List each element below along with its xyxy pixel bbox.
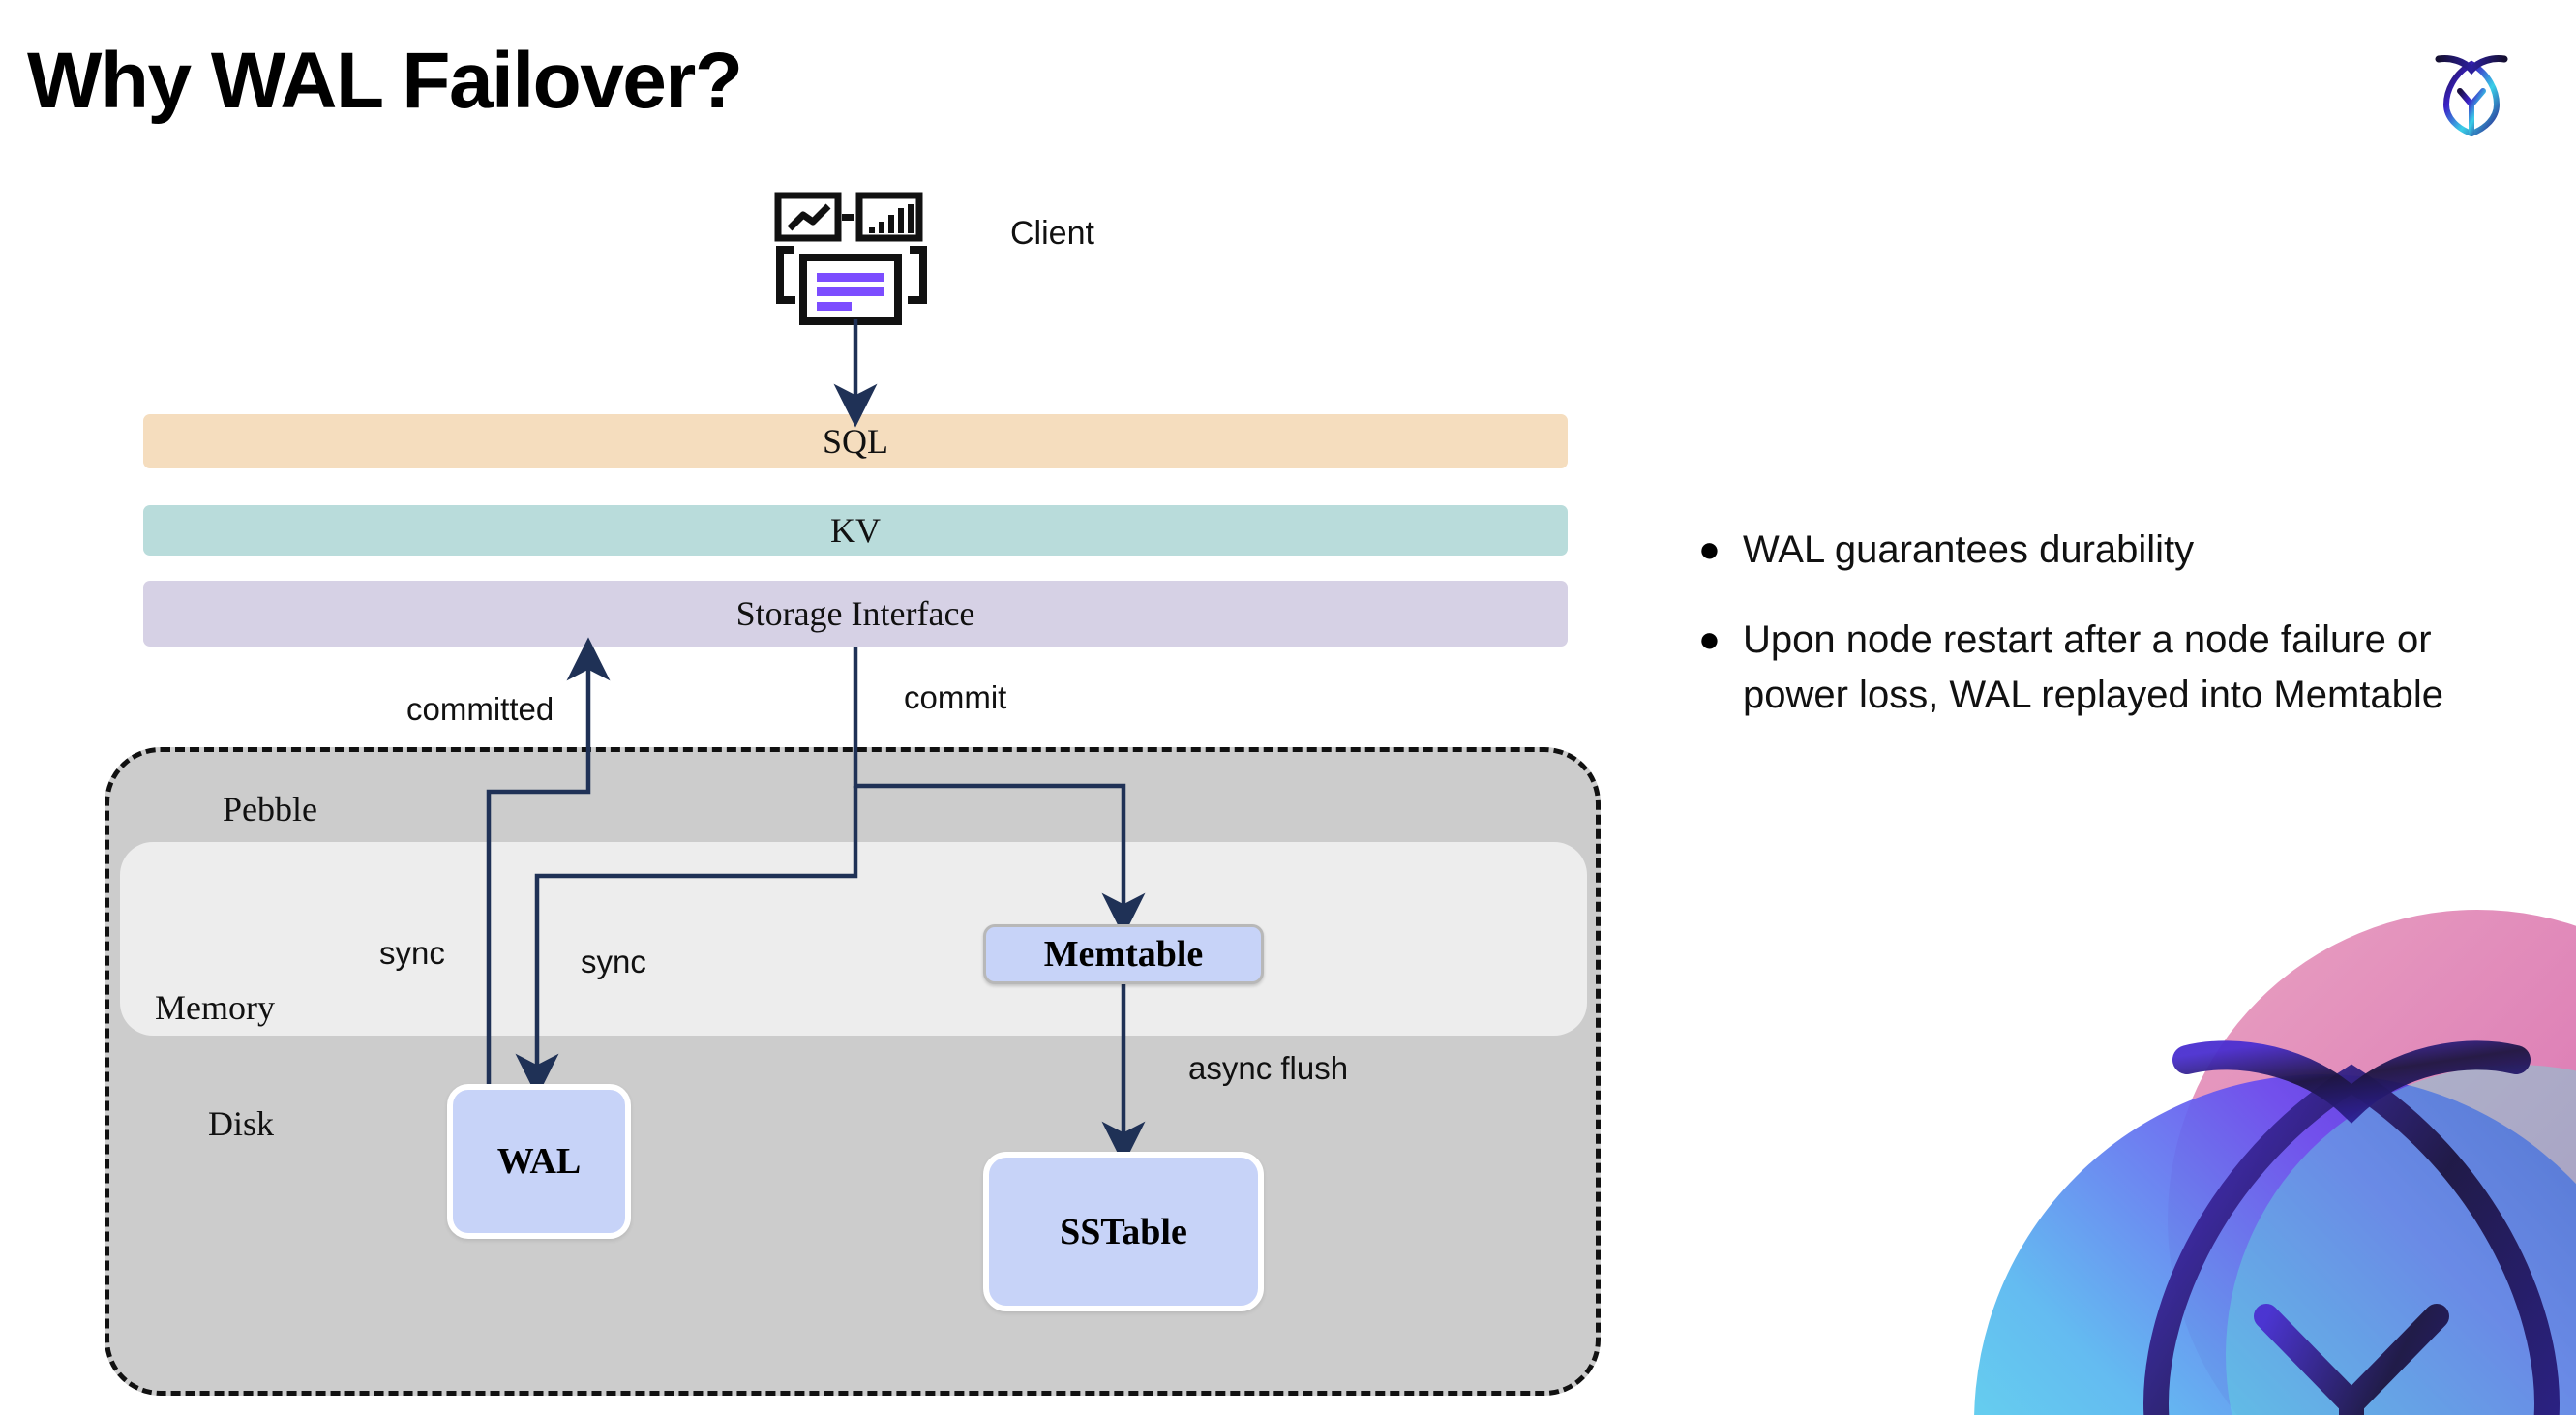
memory-region: [120, 842, 1587, 1036]
disk-label: Disk: [208, 1104, 275, 1143]
page-title: Why WAL Failover?: [27, 37, 743, 125]
node-wal: WAL: [447, 1084, 631, 1239]
node-memtable-label: Memtable: [1043, 934, 1204, 975]
layer-bar-kv: KV: [143, 505, 1568, 556]
layer-bar-storage-interface-label: Storage Interface: [735, 594, 975, 633]
bullet-text: WAL guarantees durability: [1743, 528, 2195, 571]
node-sstable-label: SSTable: [1060, 1211, 1187, 1252]
pebble-label: Pebble: [223, 790, 317, 828]
decorative-circles-graphic: [1897, 900, 2576, 1415]
node-wal-label: WAL: [496, 1141, 582, 1182]
layer-bar-sql: SQL: [143, 414, 1568, 468]
edge-label-committed: committed: [406, 691, 554, 727]
memory-label: Memory: [155, 988, 275, 1027]
node-memtable: Memtable: [983, 924, 1264, 984]
client-icon: [774, 192, 929, 327]
edge-label-sync-2: sync: [581, 944, 646, 979]
edge-label-async-flush: async flush: [1188, 1050, 1349, 1086]
bullet-marker-icon: ●: [1698, 619, 1721, 660]
client-label: Client: [1010, 215, 1094, 252]
bullet-list: ● WAL guarantees durability ● Upon node …: [1698, 523, 2501, 758]
cockroachdb-logo-icon: [2417, 35, 2526, 143]
edge-label-sync-1: sync: [379, 935, 445, 971]
layer-bar-sql-label: SQL: [822, 422, 888, 461]
edge-label-commit: commit: [904, 679, 1007, 715]
bullet-marker-icon: ●: [1698, 529, 1721, 570]
list-item: ● WAL guarantees durability: [1698, 523, 2501, 578]
layer-bar-storage-interface: Storage Interface: [143, 581, 1568, 647]
node-sstable: SSTable: [983, 1152, 1264, 1311]
bullet-text: Upon node restart after a node failure o…: [1743, 618, 2444, 716]
layer-bar-kv-label: KV: [830, 511, 881, 550]
list-item: ● Upon node restart after a node failure…: [1698, 613, 2501, 723]
